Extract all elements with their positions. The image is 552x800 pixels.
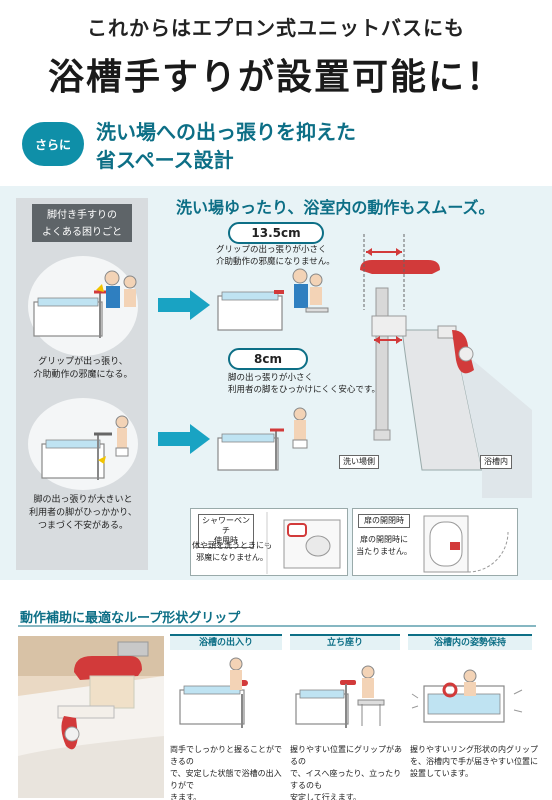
leg-solution-illustration [217,407,308,471]
posture-support-desc: 握りやすいリング形状の内グリップ を、浴槽内で手が届きやすい位置に 設置していま… [410,744,538,780]
dimension-grip-note: グリップの出っ張りが小さく 介助動作の邪魔になりません。 [216,244,346,268]
dimension-grip-note-line1: グリップの出っ張りが小さく [216,245,327,255]
divider-line [266,512,268,574]
posture-support-desc-line1: 握りやすいリング形状の内グリップ [410,745,538,754]
loop-grip-photo [18,636,164,798]
problem-note-1: グリップが出っ張り、 介助動作の邪魔になる。 [24,356,142,382]
sit-stand-desc-line2: で、イスへ座ったり、立ったりするのも [290,769,402,790]
bathtub-entry-desc-line3: きます。 [170,793,202,800]
problem-note-2-line2: 利用者の脚がひっかかり、 [29,508,137,518]
sit-stand-desc-line1: 握りやすい位置にグリップがあるの [290,745,402,766]
sub-headline-line1: 洗い場への出っ張りを抑えた [96,120,356,144]
bathtub-leg-trip-illustration [41,415,129,480]
shower-bench-note-line2: 邪魔になりません。 [196,553,268,562]
shower-bench-label: シャワーベンチ 使用時 [198,514,254,548]
headline-top: これからはエプロン式ユニットバスにも [87,16,465,40]
label-wash-side: 洗い場側 [339,455,379,469]
dimension-leg-note-line1: 脚の出っ張りが小さく [228,373,314,383]
shower-bench-label-line2: 使用時 [214,536,238,545]
door-open-note-line2: 当たりません。 [356,547,412,556]
handrail-cross-section [360,234,532,498]
dimension-grip-note-line2: 介助動作の邪魔になりません。 [216,257,335,267]
shower-bench-note: 体や頭を洗うときにも 邪魔になりません。 [190,540,274,564]
arrow-right-icon [158,424,210,454]
shower-bench-label-line1: シャワーベンチ [202,516,250,535]
problem-note-2-line1: 脚の出っ張りが大きいと [33,495,133,505]
door-open-note-line1: 扉の開閉時に [360,535,408,544]
problem-title-line2: よくある困りごと [42,227,122,238]
tab-bathtub-entry: 浴槽の出入り [170,634,282,650]
posture-support-desc-line2: を、浴槽内で手が届きやすい位置に [410,757,538,766]
dimension-grip: 13.5cm [228,222,324,244]
headline-main: 浴槽手すりが設置可能に！ [47,57,504,98]
door-open-note: 扉の開閉時に 当たりません。 [352,534,416,558]
sub-headline-line2: 省スペース設計 [96,148,234,172]
tab-sit-stand: 立ち座り [290,634,400,650]
label-tub-inside: 浴槽内 [480,455,512,469]
bathtub-entry-desc: 両手でしっかりと握ることができるの で、安定した状態で浴槽の出入りがで きます。 [170,744,286,800]
bathtub-entry-desc-line2: で、安定した状態で浴槽の出入りがで [170,769,282,790]
problem-title: 脚付き手すりの よくある困りごと [32,204,132,242]
problem-title-line1: 脚付き手すりの [47,210,117,221]
dimension-leg: 8cm [228,348,308,370]
door-open-illustration [423,515,509,573]
bathtub-entry-illustration [179,657,248,728]
bathtub-caregiver-illustration [33,270,137,338]
tab-posture-support: 浴槽内の姿勢保持 [408,634,532,650]
problem-note-2: 脚の出っ張りが大きいと 利用者の脚がひっかかり、 つまづく不安がある。 [24,494,142,533]
problem-note-2-line3: つまづく不安がある。 [37,521,128,531]
sit-stand-illustration [295,665,385,728]
door-open-label: 扉の開閉時 [358,514,410,528]
problem-note-1-line2: 介助動作の邪魔になる。 [33,370,133,380]
problem-note-1-line1: グリップが出っ張り、 [38,357,128,367]
dimension-leg-note: 脚の出っ張りが小さく 利用者の脚をひっかけにくく安心です。 [228,372,388,396]
sarani-badge: さらに [22,122,84,166]
arrow-right-icon [158,290,210,320]
posture-support-desc-line3: 設置しています。 [410,769,473,778]
sit-stand-desc-line3: 安定して行えます。 [290,793,361,800]
posture-support-illustration [411,669,523,723]
bathtub-entry-desc-line1: 両手でしっかりと握ることができるの [170,745,282,766]
dimension-leg-note-line2: 利用者の脚をひっかけにくく安心です。 [228,385,380,395]
shower-bench-illustration [283,519,341,569]
solution-heading: 洗い場ゆったり、浴室内の動作もスムーズ。 [176,198,495,217]
sub-headline: 洗い場への出っ張りを抑えた 省スペース設計 [96,118,356,174]
shower-bench-note-line1: 体や頭を洗うときにも [192,541,272,550]
caregiver-solution-illustration [217,268,329,331]
bottom-divider [18,625,536,627]
sit-stand-desc: 握りやすい位置にグリップがあるの で、イスへ座ったり、立ったりするのも 安定して… [290,744,404,800]
bottom-heading: 動作補助に最適なループ形状グリップ [20,611,241,626]
